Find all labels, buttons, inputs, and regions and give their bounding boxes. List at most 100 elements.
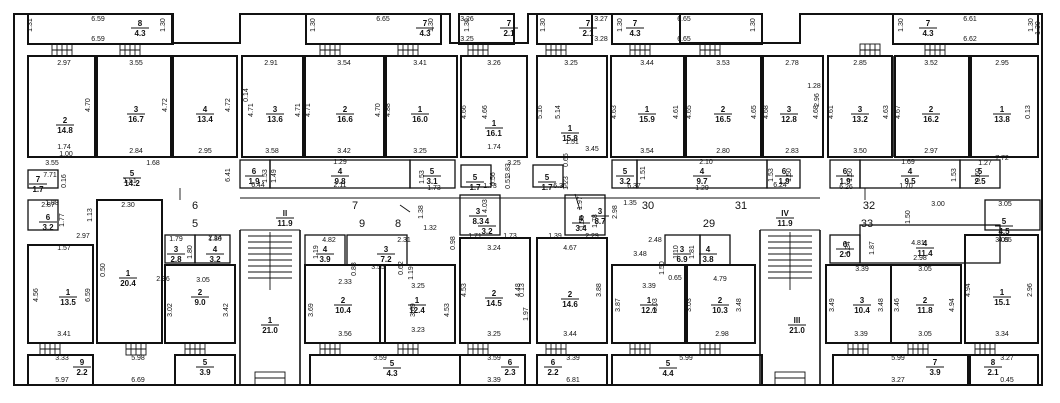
room-label: 72.1: [579, 19, 597, 38]
corridor-label: 32: [863, 200, 875, 212]
dimension-label: 3.41: [57, 331, 71, 338]
dimension-label: 1.81: [689, 245, 696, 259]
dimension-label: 3.49: [829, 298, 836, 312]
dimension-label: 3.83: [505, 163, 512, 177]
room-outline: [96, 199, 163, 344]
room-number: 5: [430, 167, 435, 176]
dimension-label: 2.97: [924, 148, 938, 155]
window-marker: [924, 43, 946, 57]
room-area: 13.2: [852, 115, 868, 124]
room-label: 29.0: [191, 288, 209, 307]
dimension-label: 0.65: [668, 275, 682, 282]
room-number: 5: [203, 358, 208, 367]
room-number: 9: [80, 358, 85, 367]
room-outline: [460, 164, 492, 188]
room-label: 121.0: [261, 316, 279, 335]
room-area: 2.1: [987, 368, 999, 377]
room-label: 214.8: [56, 116, 74, 135]
room-area: 12.8: [781, 115, 797, 124]
dimension-label: 1.30: [160, 18, 167, 32]
window-marker: [974, 342, 996, 356]
room-outline: [970, 55, 1039, 158]
dimension-label: 3.39: [566, 355, 580, 362]
dimension-label: 3.03: [686, 298, 693, 312]
room-number: 4: [203, 105, 208, 114]
dimension-label: 3.41: [413, 60, 427, 67]
window-marker: [859, 43, 881, 57]
dimension-label: 2.78: [785, 60, 799, 67]
dimension-label: 1.80: [208, 236, 222, 243]
dimension-label: 1.30: [540, 18, 547, 32]
room-label: 38.3: [469, 207, 487, 226]
dimension-label: 3.39: [854, 331, 868, 338]
dimension-label: 1.79: [169, 236, 183, 243]
dimension-label: 3.55: [45, 160, 59, 167]
room-area: 4.3: [629, 29, 641, 38]
dimension-label: 1.71: [468, 233, 482, 240]
dimension-label: 1.73: [503, 233, 517, 240]
dimension-label: 1.51: [640, 166, 647, 180]
dimension-label: 2.31: [397, 237, 411, 244]
dimension-label: 3.39: [642, 283, 656, 290]
dimension-label: 3.48: [633, 251, 647, 258]
room-number: 3: [384, 245, 389, 254]
dimension-label: 4.71: [248, 103, 255, 117]
room-label: 413.4: [196, 105, 214, 124]
room-area: 7.2: [380, 255, 392, 264]
dimension-label: 3.54: [337, 60, 351, 67]
dimension-label: 3.23: [411, 327, 425, 334]
dimension-label: 1.80: [187, 245, 194, 259]
room-number: 5: [978, 167, 983, 176]
room-outline: [536, 55, 608, 158]
room-outline: [766, 159, 801, 189]
room-area: 16.1: [486, 129, 502, 138]
dimension-label: 3.25: [413, 148, 427, 155]
room-label: 38.7: [591, 207, 609, 226]
dimension-label: 1.74: [487, 144, 501, 151]
dimension-label: 3.59: [373, 355, 387, 362]
room-outline: [536, 13, 593, 45]
room-number: 1: [415, 296, 420, 305]
room-number: 3: [858, 105, 863, 114]
room-number: 7: [633, 19, 638, 28]
dimension-label: 3.27: [594, 16, 608, 23]
dimension-label: 1.74: [57, 144, 71, 151]
room-number: 8: [138, 19, 143, 28]
dimension-label: 3.27: [1000, 355, 1014, 362]
dimension-label: 6.41: [225, 168, 232, 182]
room-area: 12.4: [409, 306, 425, 315]
room-area: 14.6: [562, 300, 578, 309]
room-label: 316.7: [127, 105, 145, 124]
dimension-label: 2.14: [208, 235, 222, 242]
room-area: 13.6: [267, 115, 283, 124]
dimension-label: 1.30: [428, 18, 435, 32]
room-area: 1.9: [839, 177, 851, 186]
room-number: 6: [551, 358, 556, 367]
room-area: 13.5: [60, 298, 76, 307]
dimension-label: 1.35: [623, 200, 637, 207]
room-outline: [459, 354, 526, 386]
room-label: 74.3: [416, 19, 434, 38]
dimension-label: 1.19: [408, 266, 415, 280]
room-area: 10.4: [335, 306, 351, 315]
room-area: 3.2: [209, 255, 221, 264]
room-area: 4.3: [134, 29, 146, 38]
room-label: 116.0: [411, 105, 429, 124]
room-area: 8.7: [594, 217, 606, 226]
room-outline: [96, 55, 172, 158]
room-label: 310.4: [853, 296, 871, 315]
room-outline: [969, 354, 1039, 386]
dimension-label: 1.39: [548, 233, 562, 240]
dimension-label: 2.80: [716, 148, 730, 155]
room-number: 1: [645, 105, 650, 114]
dimension-label: 1.78: [592, 214, 599, 228]
corridor-label: 33: [861, 218, 873, 230]
dimension-label: 3.46: [894, 298, 901, 312]
room-number: 1: [647, 296, 652, 305]
window-marker: [125, 342, 147, 356]
dimension-label: 6.24: [773, 182, 787, 189]
room-outline: [685, 55, 762, 158]
